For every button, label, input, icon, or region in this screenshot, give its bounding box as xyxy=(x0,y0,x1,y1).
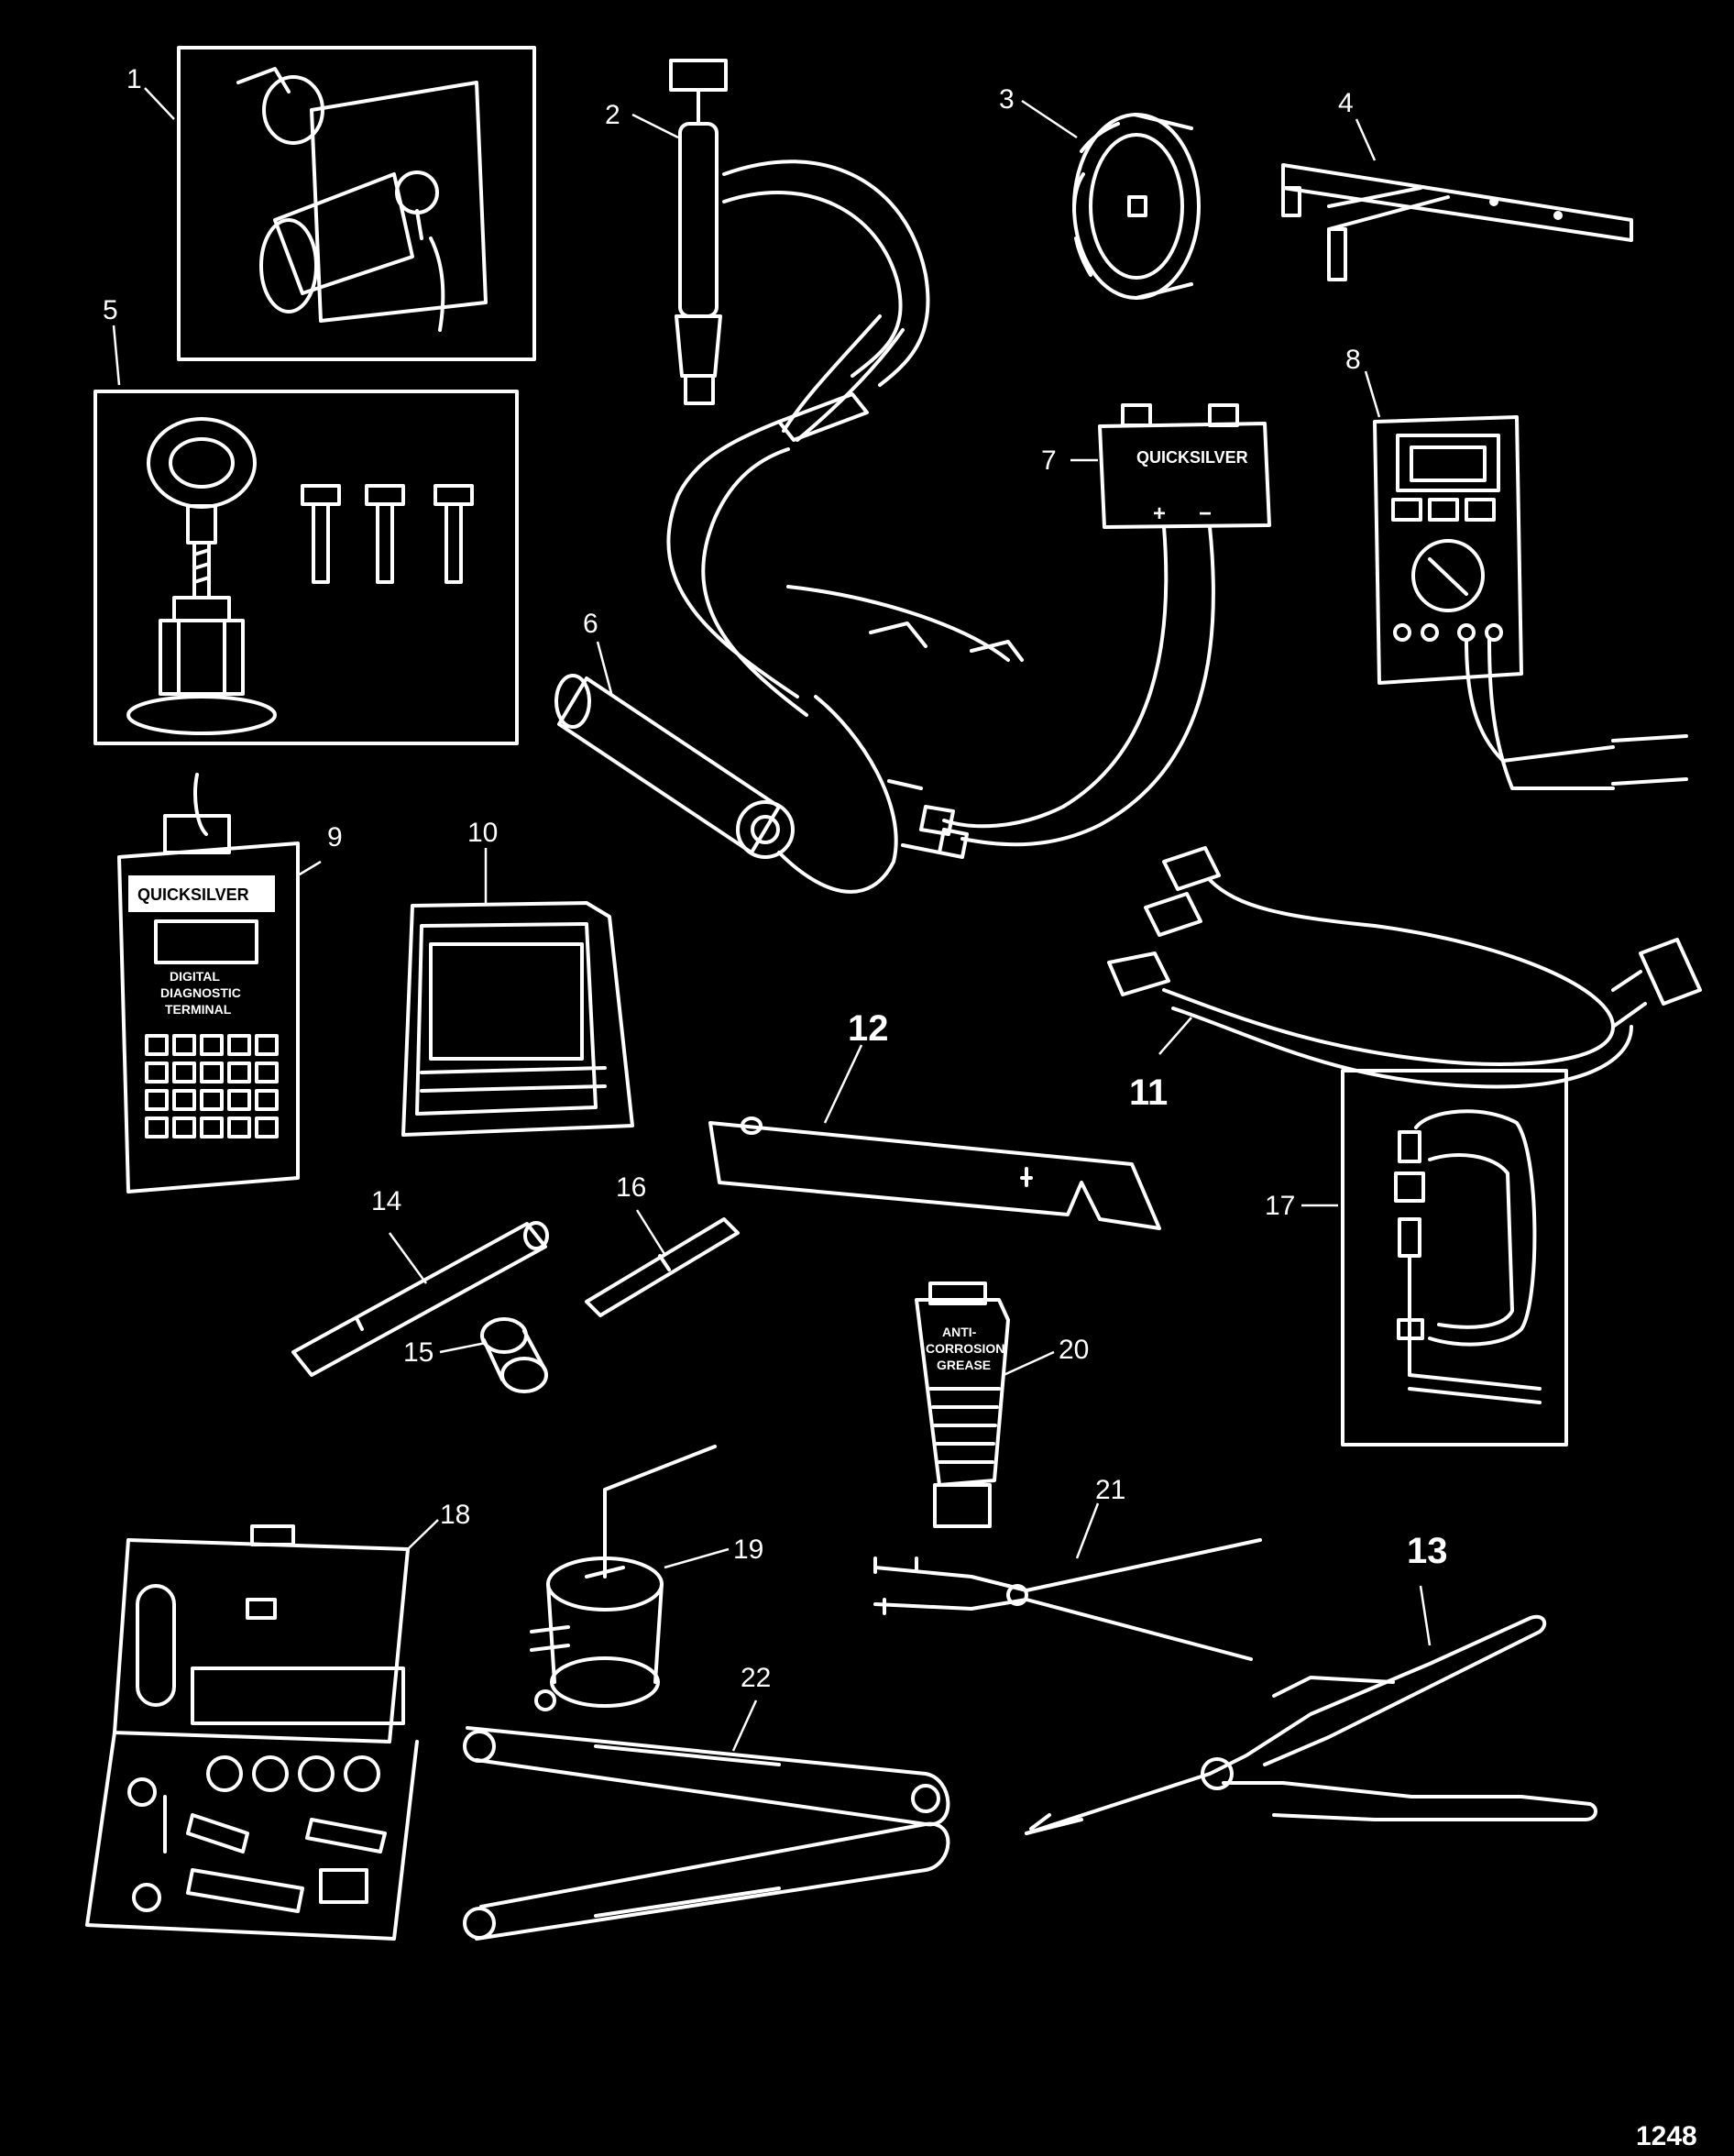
grease-label-2: CORROSION xyxy=(926,1341,1004,1356)
callout-4: 4 xyxy=(1338,88,1354,118)
leader-12 xyxy=(823,1044,863,1124)
callout-10: 10 xyxy=(467,818,498,848)
part-3-filter-wrench xyxy=(1072,113,1201,300)
part-8-multimeter xyxy=(1373,415,1688,790)
part-12-tool-bar xyxy=(708,1116,1161,1230)
part-16-pin-driver xyxy=(585,1217,740,1317)
part-17-c-clamp xyxy=(1341,1069,1568,1446)
leader-20 xyxy=(1003,1350,1055,1377)
callout-12: 12 xyxy=(848,1008,889,1049)
quicksilver-box-label: QUICKSILVER xyxy=(1136,448,1248,467)
leader-18 xyxy=(407,1519,439,1550)
leader-14 xyxy=(388,1232,428,1284)
callout-19: 19 xyxy=(733,1534,763,1565)
callout-6: 6 xyxy=(583,609,598,639)
leader-5 xyxy=(112,324,121,386)
callout-9: 9 xyxy=(327,822,343,852)
leader-22 xyxy=(731,1700,758,1752)
plus-label: + xyxy=(1153,501,1166,526)
part-18-tool-kit xyxy=(85,1524,419,1941)
part-4-wrench-adapter xyxy=(1281,163,1633,281)
minus-label: − xyxy=(1199,501,1212,526)
part-7-quicksilver-box: QUICKSILVER + − xyxy=(887,403,1271,859)
grease-label-3: GREASE xyxy=(937,1358,991,1372)
callout-14: 14 xyxy=(371,1186,401,1216)
callout-1: 1 xyxy=(126,64,142,94)
part-21-spring-pliers xyxy=(873,1538,1262,1661)
part-15-bushing xyxy=(480,1317,548,1393)
leader-19 xyxy=(664,1547,730,1569)
part-19-ring-compressor xyxy=(530,1445,717,1711)
callout-21: 21 xyxy=(1095,1475,1125,1505)
terminal-brand: QUICKSILVER xyxy=(137,886,249,904)
terminal-line-3: TERMINAL xyxy=(165,1002,232,1017)
kit-sockets xyxy=(206,1755,380,1792)
part-20-grease-tube: ANTI- CORROSION GREASE xyxy=(915,1282,1010,1528)
part-11-harness xyxy=(1107,846,1702,1089)
callout-15: 15 xyxy=(403,1337,434,1368)
leader-3 xyxy=(1021,99,1078,139)
part-10-cartridge xyxy=(401,901,634,1137)
grease-label-1: ANTI- xyxy=(942,1325,977,1339)
leader-16 xyxy=(635,1209,666,1255)
callout-2: 2 xyxy=(605,100,620,130)
bolt-set xyxy=(301,484,474,584)
leader-15 xyxy=(439,1341,487,1354)
part-6-probe xyxy=(554,392,1024,894)
callout-17: 17 xyxy=(1265,1191,1295,1221)
callout-7: 7 xyxy=(1041,446,1057,476)
part-5-lifting-eye xyxy=(93,390,519,745)
callout-3: 3 xyxy=(999,84,1015,115)
callout-8: 8 xyxy=(1345,345,1361,375)
callout-11: 11 xyxy=(1129,1072,1168,1113)
callout-13: 13 xyxy=(1407,1531,1448,1571)
callout-18: 18 xyxy=(440,1500,470,1530)
part-1-tool xyxy=(177,46,536,361)
leader-9 xyxy=(297,860,322,877)
leader-21 xyxy=(1075,1502,1100,1559)
terminal-line-1: DIGITAL xyxy=(170,969,220,984)
callout-5: 5 xyxy=(103,295,118,325)
callout-16: 16 xyxy=(616,1172,646,1203)
part-22-spanner xyxy=(463,1726,950,1941)
leader-8 xyxy=(1364,370,1381,418)
leader-13 xyxy=(1419,1585,1432,1646)
leader-2 xyxy=(631,113,679,139)
part-9-diagnostic-terminal: QUICKSILVER DIGITAL DIAGNOSTIC TERMINAL xyxy=(117,773,300,1194)
leader-11 xyxy=(1158,1017,1192,1055)
leader-6 xyxy=(596,641,614,698)
callout-22: 22 xyxy=(741,1663,771,1693)
part-2-pump xyxy=(669,59,930,442)
part-14-driver-rod xyxy=(291,1221,549,1377)
keypad xyxy=(145,1034,279,1138)
figure-number: 1248 xyxy=(1636,2121,1697,2151)
leader-1 xyxy=(144,87,175,120)
part-13-pliers xyxy=(1025,1614,1597,1835)
terminal-line-2: DIAGNOSTIC xyxy=(160,985,241,1000)
callout-20: 20 xyxy=(1059,1335,1089,1365)
leader-4 xyxy=(1355,118,1377,161)
